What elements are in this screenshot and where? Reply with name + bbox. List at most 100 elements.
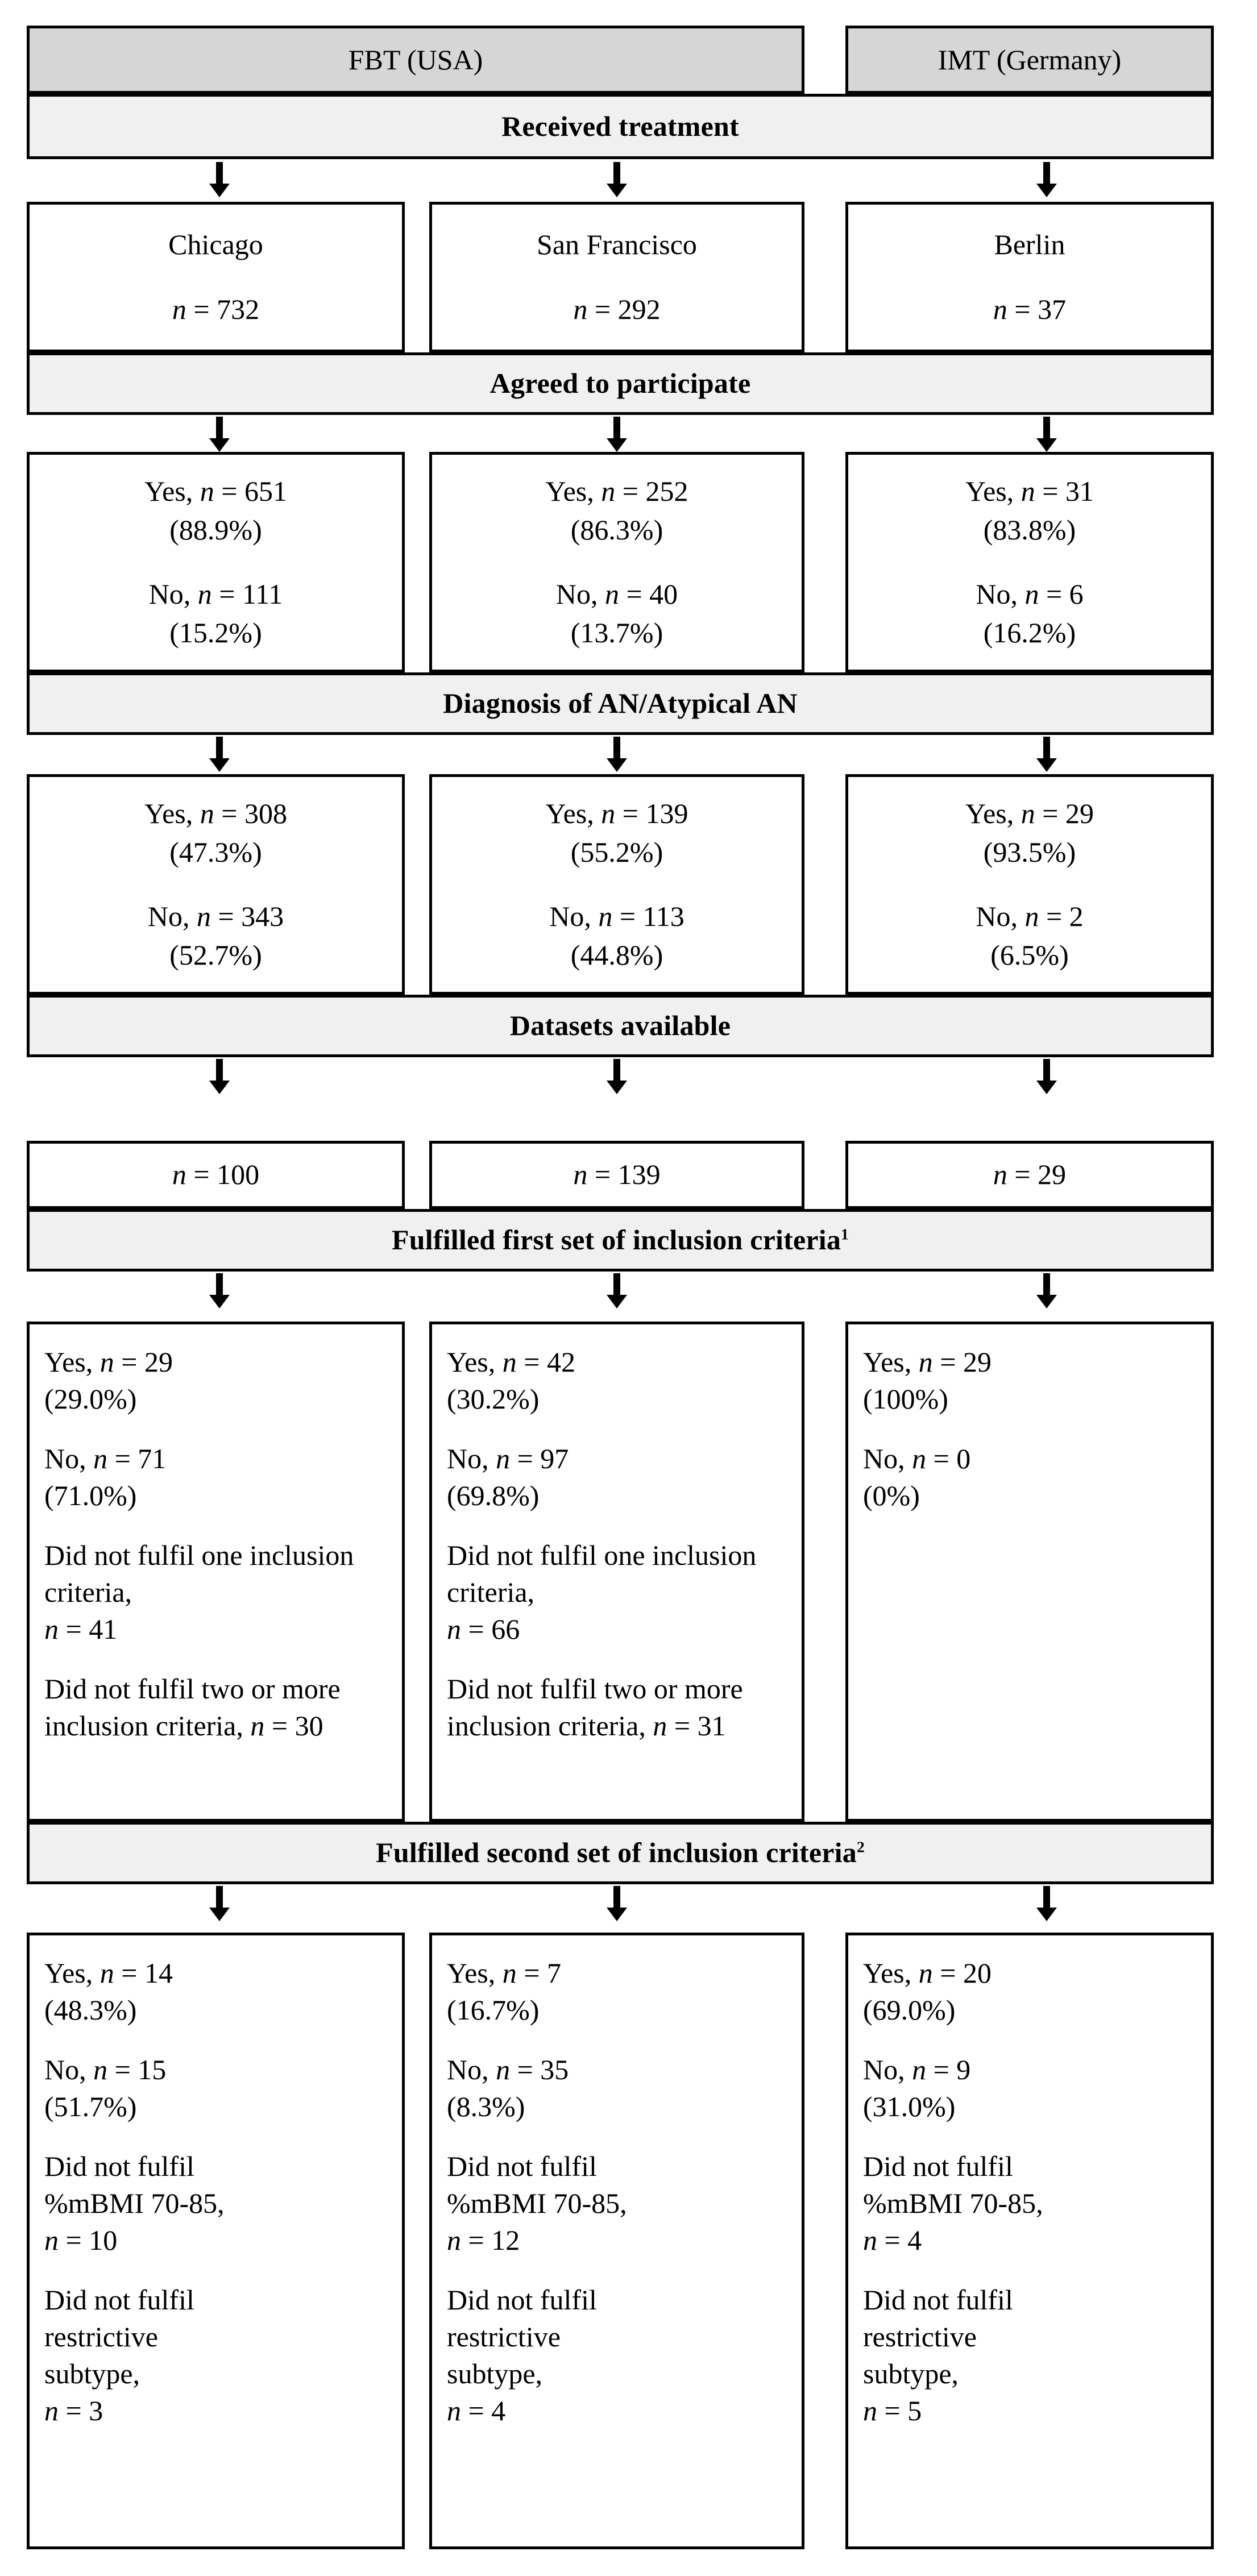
datasets-san-francisco-n: n = 139 <box>573 1158 661 1191</box>
box-agreed-chicago: Yes, n = 651 (88.9%) No, n = 111 (15.2%) <box>27 452 405 672</box>
box-datasets-san-francisco: n = 139 <box>429 1141 804 1209</box>
second-chicago-no: No, n = 15(51.7%) <box>44 2054 167 2122</box>
box-second-criteria-chicago: Yes, n = 14(48.3%) No, n = 15(51.7%) Did… <box>27 1933 405 2549</box>
agreed-berlin-yes: Yes, n = 31 <box>965 475 1094 507</box>
arrow-down-icon <box>1036 737 1057 772</box>
arrow-down-icon <box>1036 1059 1057 1094</box>
box-second-criteria-berlin: Yes, n = 20(69.0%) No, n = 9(31.0%) Did … <box>845 1933 1214 2549</box>
agreed-san-francisco-yes-pct: (86.3%) <box>570 513 663 546</box>
agreed-san-francisco-no-pct: (13.7%) <box>570 616 663 649</box>
box-first-criteria-berlin: Yes, n = 29(100%) No, n = 0(0%) <box>845 1322 1214 1822</box>
box-second-criteria-san-francisco: Yes, n = 7(16.7%) No, n = 35(8.3%) Did n… <box>429 1933 804 2549</box>
site-chicago-n: n = 732 <box>172 293 260 325</box>
box-datasets-chicago: n = 100 <box>27 1141 405 1209</box>
diagnosis-chicago-yes: Yes, n = 308 <box>144 797 287 829</box>
agreed-berlin-no-pct: (16.2%) <box>983 616 1076 649</box>
agreed-berlin-yes-pct: (83.8%) <box>983 513 1076 546</box>
site-san-francisco-n: n = 292 <box>573 293 661 325</box>
first-chicago-one: Did not fulfil one inclusion criteria,n … <box>44 1539 354 1645</box>
arrow-down-icon <box>607 1059 627 1094</box>
band-diagnosis: Diagnosis of AN/Atypical AN <box>27 672 1214 735</box>
diagnosis-san-francisco-no-pct: (44.8%) <box>570 938 663 971</box>
first-san-francisco-yes: Yes, n = 42(30.2%) <box>447 1346 575 1415</box>
second-berlin-bmi: Did not fulfil%mBMI 70-85,n = 4 <box>863 2150 1043 2256</box>
first-chicago-no: No, n = 71(71.0%) <box>44 1443 167 1511</box>
first-san-francisco-no: No, n = 97(69.8%) <box>447 1443 569 1511</box>
header-imt-germany-label: IMT (Germany) <box>937 44 1122 76</box>
arrow-down-icon <box>1036 1886 1057 1921</box>
arrow-down-icon <box>607 1273 627 1308</box>
arrow-down-icon <box>209 1273 230 1308</box>
band-fulfilled-first-criteria-label: Fulfilled first set of inclusion criteri… <box>392 1224 849 1257</box>
diagnosis-chicago-no-pct: (52.7%) <box>169 938 262 971</box>
arrow-down-icon <box>209 737 230 772</box>
diagnosis-chicago-yes-pct: (47.3%) <box>169 836 262 868</box>
header-imt-germany: IMT (Germany) <box>845 26 1214 94</box>
box-first-criteria-san-francisco: Yes, n = 42(30.2%) No, n = 97(69.8%) Did… <box>429 1322 804 1822</box>
first-berlin-no: No, n = 0(0%) <box>863 1443 971 1511</box>
diagnosis-berlin-yes-pct: (93.5%) <box>983 836 1076 868</box>
footnote-marker-1: 1 <box>841 1225 849 1243</box>
box-agreed-berlin: Yes, n = 31 (83.8%) No, n = 6 (16.2%) <box>845 452 1214 672</box>
agreed-chicago-no: No, n = 111 <box>148 578 283 610</box>
site-chicago-name: Chicago <box>168 228 263 260</box>
first-san-francisco-one: Did not fulfil one inclusion criteria,n … <box>447 1539 757 1645</box>
header-fbt-usa: FBT (USA) <box>27 26 804 94</box>
diagnosis-berlin-no: No, n = 2 <box>976 900 1084 932</box>
band-received-treatment: Received treatment <box>27 94 1214 159</box>
diagnosis-san-francisco-yes: Yes, n = 139 <box>545 797 688 829</box>
agreed-chicago-yes-pct: (88.9%) <box>169 513 262 546</box>
band-agreed-to-participate-label: Agreed to participate <box>489 367 751 400</box>
band-agreed-to-participate: Agreed to participate <box>27 352 1214 415</box>
first-berlin-yes: Yes, n = 29(100%) <box>863 1346 992 1415</box>
arrow-down-icon <box>209 1059 230 1094</box>
band-fulfilled-first-criteria: Fulfilled first set of inclusion criteri… <box>27 1209 1214 1272</box>
header-fbt-usa-label: FBT (USA) <box>348 44 483 76</box>
arrow-down-icon <box>607 1886 627 1921</box>
site-berlin-name: Berlin <box>994 228 1065 260</box>
box-agreed-san-francisco: Yes, n = 252 (86.3%) No, n = 40 (13.7%) <box>429 452 804 672</box>
arrow-down-icon <box>607 162 627 197</box>
diagnosis-san-francisco-no: No, n = 113 <box>549 900 684 932</box>
diagnosis-chicago-no: No, n = 343 <box>147 900 284 932</box>
band-second-text: Fulfilled second set of inclusion criter… <box>376 1837 857 1869</box>
box-diagnosis-berlin: Yes, n = 29 (93.5%) No, n = 2 (6.5%) <box>845 774 1214 995</box>
agreed-chicago-no-pct: (15.2%) <box>169 616 262 649</box>
box-site-berlin: Berlin n = 37 <box>845 202 1214 352</box>
arrow-down-icon <box>209 162 230 197</box>
site-san-francisco-name: San Francisco <box>537 228 697 260</box>
arrow-down-icon <box>209 417 230 452</box>
site-berlin-n: n = 37 <box>993 293 1067 325</box>
band-received-treatment-label: Received treatment <box>501 110 739 142</box>
agreed-berlin-no: No, n = 6 <box>976 578 1084 610</box>
box-first-criteria-chicago: Yes, n = 29(29.0%) No, n = 71(71.0%) Did… <box>27 1322 405 1822</box>
second-chicago-bmi: Did not fulfil%mBMI 70-85,n = 10 <box>44 2150 225 2256</box>
first-san-francisco-two: Did not fulfil two or more inclusion cri… <box>447 1673 743 1742</box>
arrow-down-icon <box>1036 1273 1057 1308</box>
band-fulfilled-second-criteria-label: Fulfilled second set of inclusion criter… <box>376 1837 865 1869</box>
first-chicago-two: Did not fulfil two or more inclusion cri… <box>44 1673 341 1742</box>
diagnosis-berlin-no-pct: (6.5%) <box>990 938 1069 971</box>
arrow-down-icon <box>209 1886 230 1921</box>
band-datasets-available: Datasets available <box>27 995 1214 1057</box>
band-datasets-available-label: Datasets available <box>509 1009 731 1042</box>
diagnosis-berlin-yes: Yes, n = 29 <box>965 797 1094 829</box>
band-fulfilled-second-criteria: Fulfilled second set of inclusion criter… <box>27 1822 1214 1884</box>
band-first-text: Fulfilled first set of inclusion criteri… <box>392 1224 841 1256</box>
band-diagnosis-label: Diagnosis of AN/Atypical AN <box>443 687 798 720</box>
datasets-chicago-n: n = 100 <box>172 1158 260 1191</box>
second-san-francisco-yes: Yes, n = 7(16.7%) <box>447 1957 561 2026</box>
agreed-san-francisco-yes: Yes, n = 252 <box>545 475 688 507</box>
agreed-chicago-yes: Yes, n = 651 <box>144 475 287 507</box>
arrow-down-icon <box>607 737 627 772</box>
arrow-down-icon <box>607 417 627 452</box>
box-diagnosis-san-francisco: Yes, n = 139 (55.2%) No, n = 113 (44.8%) <box>429 774 804 995</box>
diagnosis-san-francisco-yes-pct: (55.2%) <box>570 836 663 868</box>
datasets-berlin-n: n = 29 <box>993 1158 1067 1191</box>
box-diagnosis-chicago: Yes, n = 308 (47.3%) No, n = 343 (52.7%) <box>27 774 405 995</box>
box-site-chicago: Chicago n = 732 <box>27 202 405 352</box>
